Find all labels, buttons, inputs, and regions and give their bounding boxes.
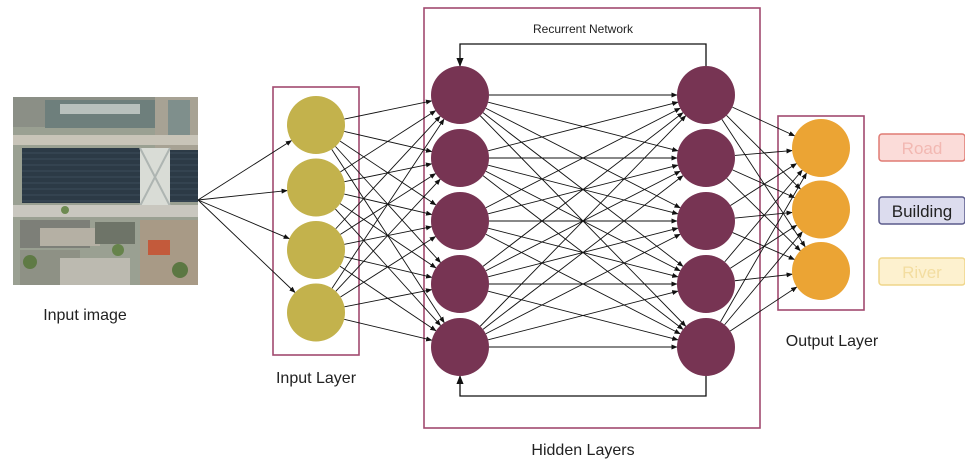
edge-input-3-hidden1-4 <box>344 318 433 342</box>
class-box-building <box>878 196 965 225</box>
hidden2-node-2 <box>677 129 735 187</box>
hidden1-node-3 <box>431 192 489 250</box>
edge-image-to-input-3 <box>197 199 296 293</box>
connection-edges <box>197 92 807 350</box>
input-node-3 <box>287 221 345 279</box>
class-box-road <box>878 133 965 162</box>
recurrent-network-label: Recurrent Network <box>533 22 634 36</box>
hidden1-node-5 <box>431 318 489 376</box>
edge-hidden2-2-output-0 <box>730 163 798 206</box>
edge-input-3-hidden1-3 <box>344 288 433 308</box>
output-node-3 <box>792 242 850 300</box>
input-image <box>13 97 198 285</box>
edge-hidden2-0-output-1 <box>726 115 801 190</box>
edge-hidden1-4-hidden2-2 <box>485 233 681 335</box>
edge-input-3-hidden1-2 <box>340 236 437 298</box>
edge-hidden2-4-output-1 <box>724 231 803 326</box>
input-layer-frame <box>272 86 360 356</box>
network-nodes <box>287 66 850 376</box>
edge-input-0-hidden1-0 <box>344 99 433 120</box>
class-box-river <box>878 257 965 286</box>
output-node-1 <box>792 119 850 177</box>
hidden1-node-1 <box>431 66 489 124</box>
output-layer-label: Output Layer <box>786 333 879 350</box>
hidden-layers-label: Hidden Layers <box>531 442 634 459</box>
class-label-road: Road <box>902 139 943 158</box>
edge-hidden2-1-output-1 <box>732 169 796 199</box>
hidden2-node-4 <box>677 255 735 313</box>
output-layer-frame <box>777 115 865 311</box>
edge-image-to-input-0 <box>197 140 293 201</box>
input-node-4 <box>287 283 345 342</box>
hidden-layers-frame <box>423 7 761 429</box>
hidden1-node-2 <box>431 129 489 187</box>
edge-hidden2-4-output-0 <box>720 172 807 323</box>
edge-image-to-input-1 <box>197 188 288 201</box>
edge-hidden1-4-hidden2-1 <box>482 175 684 330</box>
edge-hidden1-3-hidden2-0 <box>482 112 684 267</box>
edge-hidden1-2-hidden2-0 <box>485 107 681 209</box>
edge-input-1-hidden1-0 <box>340 110 437 173</box>
input-image-label: Input image <box>43 307 127 324</box>
edge-hidden1-4-hidden2-3 <box>487 290 679 341</box>
edge-hidden2-3-output-0 <box>724 169 803 263</box>
hidden2-node-3 <box>677 192 735 250</box>
recurrent-loops <box>456 43 707 397</box>
class-label-river: River <box>902 263 942 282</box>
edge-hidden2-3-output-2 <box>734 272 793 282</box>
input-node-1 <box>287 96 345 154</box>
edge-hidden1-4-hidden2-0 <box>479 115 687 327</box>
recurrent-loop-top <box>456 43 707 67</box>
edge-hidden2-0-output-0 <box>732 106 796 137</box>
class-label-building: Building <box>892 202 953 221</box>
hidden2-node-1 <box>677 66 735 124</box>
output-node-2 <box>792 180 850 239</box>
edge-input-3-hidden1-1 <box>335 178 441 292</box>
edge-hidden2-1-output-0 <box>734 148 793 156</box>
edge-input-3-hidden1-0 <box>331 118 445 289</box>
edge-hidden2-1-output-2 <box>726 178 801 252</box>
edge-hidden2-2-output-1 <box>734 210 793 219</box>
class-labels: Road Building River <box>878 133 965 286</box>
hidden1-node-4 <box>431 255 489 313</box>
recurrent-loop-bottom <box>456 375 707 397</box>
edge-hidden2-2-output-2 <box>732 232 795 260</box>
hidden2-node-5 <box>677 318 735 376</box>
edge-input-2-hidden1-0 <box>335 115 441 230</box>
edge-hidden1-1-hidden2-0 <box>487 101 679 152</box>
input-layer-label: Input Layer <box>276 370 357 387</box>
edge-image-to-input-2 <box>197 199 290 240</box>
edge-hidden2-4-output-2 <box>729 286 798 332</box>
input-node-2 <box>287 158 345 217</box>
